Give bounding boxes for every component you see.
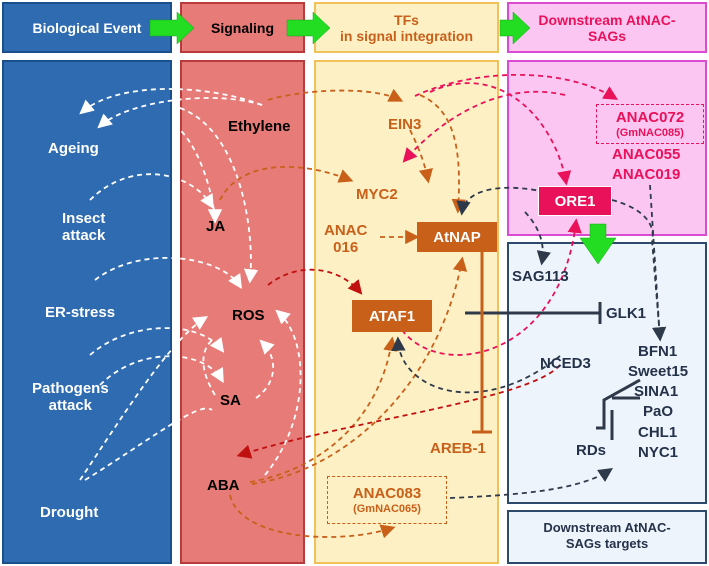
tf-ein3-label: EIN3 [388, 116, 422, 133]
target-sweet15: Sweet15 [628, 363, 688, 380]
header-biological-event-label: Biological Event [32, 19, 142, 36]
tf-anac083-alias: (GmNAC065) [353, 502, 421, 515]
header-green-arrows [149, 11, 617, 265]
downstream-anac072-alias: (GmNAC085) [616, 126, 684, 139]
event-er-stress-label: ER-stress [45, 304, 116, 321]
target-nyc1: NYC1 [638, 444, 678, 461]
signal-ros-label: ROS [232, 307, 265, 324]
target-glk1-label: GLK1 [606, 305, 647, 322]
signal-aba: ABA [207, 477, 240, 494]
header-downstream: Downstream AtNAC- SAGs [507, 2, 707, 53]
tf-anac016-line2: 016 [333, 239, 359, 256]
tf-ataf1-label: ATAF1 [368, 307, 416, 325]
orange-arrows [219, 88, 468, 539]
target-bfn1-label: BFN1 [638, 343, 678, 360]
event-ageing-label: Ageing [48, 140, 99, 157]
target-chl1: CHL1 [638, 424, 677, 441]
signal-aba-label: ABA [207, 477, 240, 494]
signal-sa: SA [220, 392, 241, 409]
footer-targets-box [507, 510, 707, 564]
target-sag113: SAG113 [512, 268, 569, 285]
downstream-anac072-box: ANAC072 (GmNAC085) [596, 104, 704, 144]
column-targets [507, 242, 707, 504]
target-chl1-label: CHL1 [638, 424, 678, 441]
header-biological-event: Biological Event [2, 2, 172, 53]
tf-ataf1-box: ATAF1 [352, 300, 432, 332]
event-insect-line1: Insect [62, 210, 106, 227]
header-tfs-line1: TFs [394, 11, 419, 28]
tf-ein3: EIN3 [388, 116, 421, 133]
target-sina1: SINA1 [634, 383, 678, 400]
signal-sa-label: SA [220, 392, 241, 409]
signal-ja-label: JA [206, 218, 226, 235]
event-signal-arrows [79, 88, 302, 481]
event-insect-attack: Insect attack [62, 210, 105, 244]
tf-anac083-label: ANAC083 [352, 484, 422, 502]
red-arrows [236, 268, 561, 459]
tf-areb1-label: AREB-1 [430, 440, 486, 457]
target-rds-label: RDs [576, 442, 607, 459]
column-biological-event [2, 60, 172, 564]
target-nced3-label: NCED3 [540, 355, 591, 372]
downstream-anac055-label: ANAC055 [612, 146, 681, 163]
header-signaling-label: Signaling [211, 19, 274, 36]
downstream-ore1-label: ORE1 [554, 192, 596, 210]
header-tfs: TFs in signal integration [314, 2, 499, 53]
signal-ros: ROS [232, 307, 265, 324]
target-pao: PaO [643, 403, 673, 420]
downstream-ore1-box: ORE1 [538, 186, 612, 216]
pink-arrows [401, 73, 619, 356]
signal-ethylene: Ethylene [228, 118, 291, 135]
target-nyc1-label: NYC1 [638, 444, 679, 461]
tf-anac083-box: ANAC083 (GmNAC065) [327, 476, 447, 524]
target-sina1-label: SINA1 [634, 383, 679, 400]
header-downstream-line1: Downstream AtNAC- [538, 11, 676, 28]
signal-ja: JA [206, 218, 225, 235]
target-sweet15-label: Sweet15 [628, 363, 689, 380]
header-downstream-line2: SAGs [587, 27, 627, 44]
event-ageing: Ageing [48, 140, 99, 157]
downstream-anac019: ANAC019 [612, 166, 680, 183]
event-er-stress: ER-stress [45, 304, 115, 321]
event-drought: Drought [40, 504, 98, 521]
tf-myc2: MYC2 [356, 186, 398, 203]
signal-ethylene-label: Ethylene [228, 118, 291, 135]
event-insect-line2: attack [62, 227, 106, 244]
target-sag113-label: SAG113 [512, 268, 569, 285]
downstream-anac019-label: ANAC019 [612, 166, 681, 183]
tf-myc2-label: MYC2 [356, 186, 398, 203]
target-bfn1: BFN1 [638, 343, 677, 360]
inhibition-lines [465, 252, 641, 440]
event-pathogens-line1: Pathogens [32, 380, 109, 397]
tf-anac016-line1: ANAC [324, 222, 368, 239]
event-pathogens-line2: attack [48, 397, 93, 414]
tf-atnap-label: AtNAP [433, 228, 481, 246]
event-pathogens-attack: Pathogens attack [32, 380, 109, 414]
downstream-anac055: ANAC055 [612, 146, 680, 163]
target-nced3: NCED3 [540, 355, 591, 372]
tf-areb1: AREB-1 [430, 440, 486, 457]
navy-arrows [391, 184, 667, 499]
target-pao-label: PaO [643, 403, 674, 420]
tf-anac016: ANAC 016 [324, 222, 367, 256]
downstream-anac072-label: ANAC072 [615, 108, 685, 126]
footer-targets-line1: Downstream AtNAC- [543, 520, 671, 535]
target-rds: RDs [576, 442, 606, 459]
tf-atnap-box: AtNAP [417, 222, 497, 252]
target-glk1: GLK1 [606, 305, 646, 322]
header-tfs-line2: in signal integration [339, 27, 473, 44]
footer-targets-line2: SAGs targets [565, 536, 649, 551]
footer-targets-label: Downstream AtNAC- SAGs targets [509, 520, 705, 552]
event-drought-label: Drought [40, 504, 99, 521]
